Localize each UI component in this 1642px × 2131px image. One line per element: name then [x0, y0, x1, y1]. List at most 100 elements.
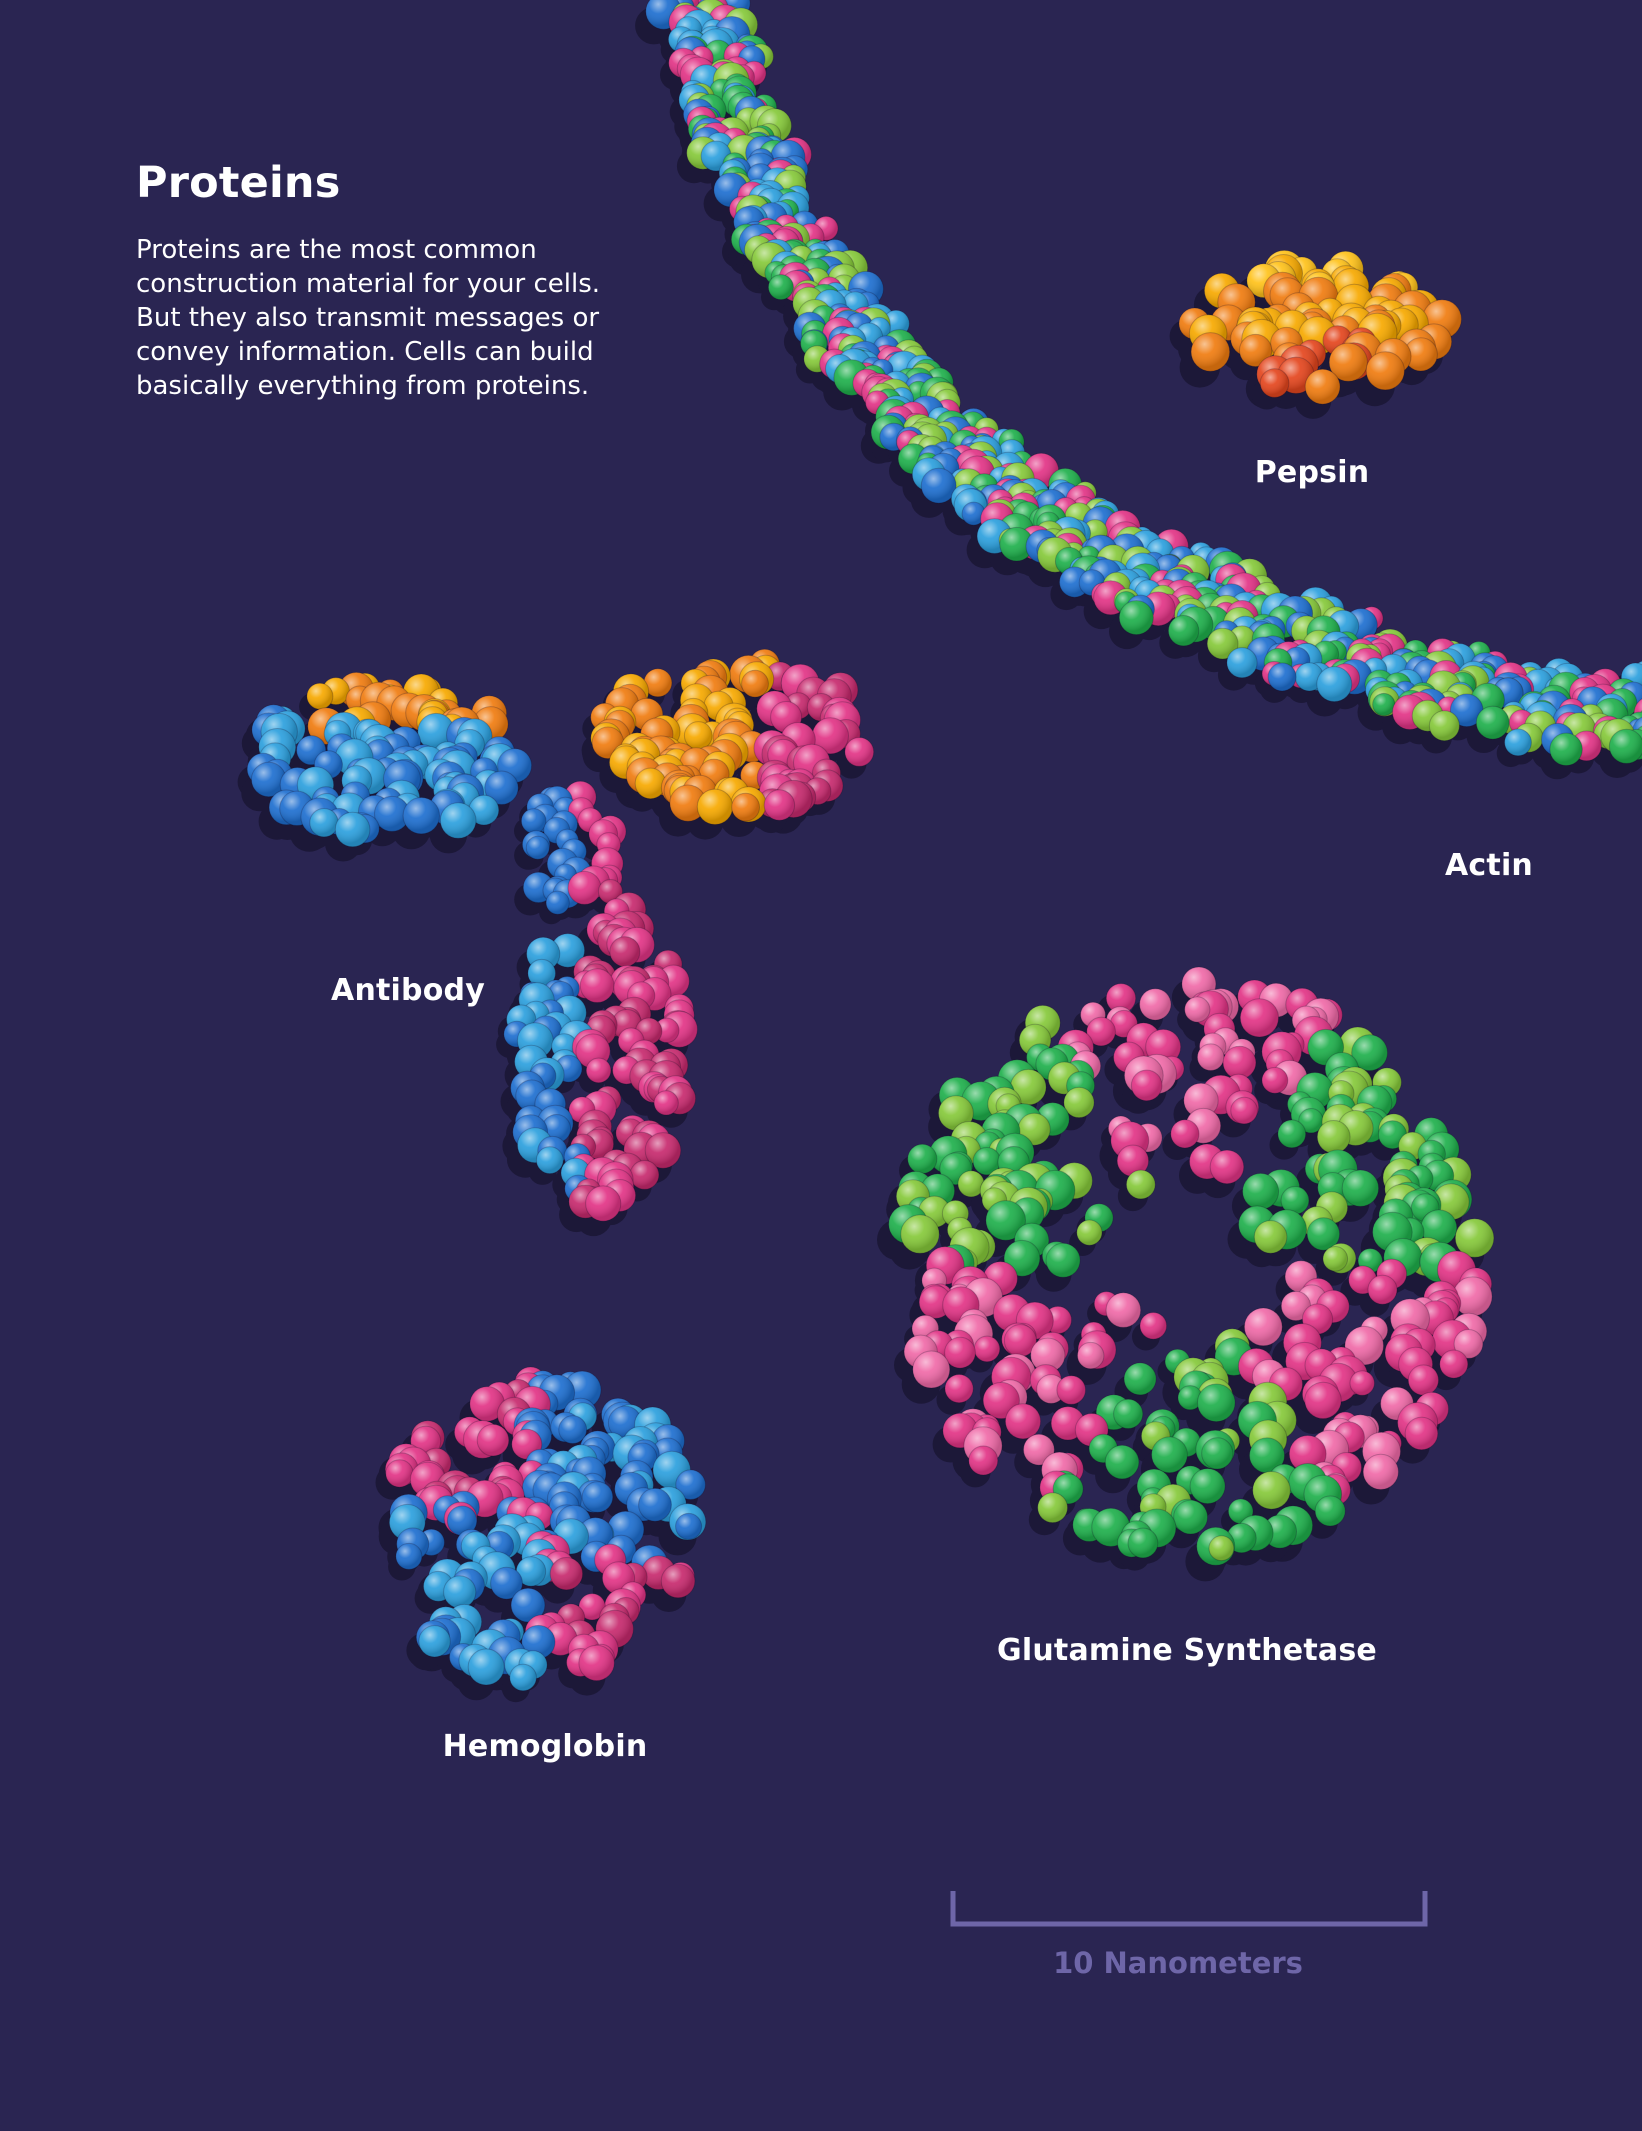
antibody-atom	[334, 811, 371, 848]
hemoglobin-atom	[549, 1557, 584, 1591]
actin-atom	[1549, 732, 1583, 766]
glutamine-synthetase-atom	[1004, 1403, 1042, 1440]
actin-atom	[1504, 728, 1532, 757]
hemoglobin-atom	[675, 1512, 703, 1540]
glutamine-synthetase-atom	[1037, 1492, 1068, 1524]
glutamine-synthetase-atom	[1341, 1169, 1380, 1207]
antibody-molecule	[246, 648, 875, 1222]
glutamine-synthetase-atom	[1130, 1069, 1163, 1102]
glutamine-synthetase-atom	[1314, 1495, 1346, 1527]
glutamine-synthetase-atom	[1277, 1119, 1307, 1149]
actin-atom	[1267, 662, 1297, 692]
glutamine-synthetase-atom	[1123, 1362, 1157, 1396]
pepsin-atom	[1190, 332, 1231, 372]
glutamine-synthetase-atom	[1208, 1535, 1235, 1562]
actin-atom	[1608, 728, 1642, 764]
hemoglobin-atom	[395, 1542, 423, 1570]
antibody-atom	[567, 870, 602, 905]
glutamine-synthetase-atom	[1139, 1312, 1168, 1340]
glutamine-synthetase-atom	[944, 1374, 974, 1404]
glutamine-synthetase-atom	[1189, 1468, 1226, 1505]
glutamine-synthetase-atom	[1362, 1453, 1399, 1491]
glutamine-synthetase-atom	[1243, 1307, 1283, 1347]
antibody-atom	[579, 968, 615, 1003]
actin-atom	[1316, 666, 1353, 703]
glutamine-synthetase-atom	[1196, 1043, 1225, 1071]
glutamine-synthetase-atom	[1077, 1341, 1105, 1370]
pepsin-label: Pepsin	[1254, 455, 1370, 490]
glutamine-synthetase-atom	[1113, 1398, 1144, 1430]
glutamine-synthetase-atom	[968, 1445, 999, 1476]
antibody-atom	[844, 737, 875, 767]
glutamine-synthetase-atom	[1322, 1246, 1349, 1272]
antibody-atom	[309, 808, 339, 838]
glutamine-synthetase-atom	[1139, 988, 1172, 1021]
glutamine-synthetase-atom	[900, 1214, 940, 1254]
glutamine-synthetase-atom	[1170, 1119, 1200, 1149]
page-title: Proteins	[136, 158, 341, 208]
glutamine-synthetase-atom	[1056, 1375, 1086, 1405]
scale-bar-line	[950, 1891, 1428, 1927]
hemoglobin-atom	[509, 1663, 537, 1692]
intro-description: Proteins are the most common constructio…	[136, 235, 601, 402]
hemoglobin-atom	[443, 1575, 477, 1609]
hemoglobin-atom	[638, 1487, 672, 1522]
antibody-atom	[585, 1057, 612, 1084]
glutamine-synthetase-atom	[1104, 1444, 1140, 1480]
actin-atom	[1226, 647, 1258, 679]
glutamine-synthetase-atom	[1105, 1292, 1142, 1328]
actin-atom	[1118, 600, 1154, 636]
glutamine-synthetase-atom	[1201, 1437, 1234, 1470]
actin-label: Actin	[1445, 848, 1533, 883]
scale-bar-label: 10 Nanometers	[1053, 1946, 1303, 1980]
scale-bar	[950, 1891, 1428, 1927]
glutamine-synthetase-atom	[1316, 1120, 1351, 1154]
glutamine-synthetase-atom	[1184, 996, 1211, 1023]
actin-atom	[1475, 705, 1510, 740]
hemoglobin-atom	[660, 1563, 696, 1599]
glutamine-synthetase-label: Glutamine Synthetase	[997, 1633, 1377, 1668]
antibody-atom	[629, 1160, 660, 1190]
glutamine-synthetase-atom	[1076, 1219, 1103, 1246]
glutamine-synthetase-atom	[1239, 998, 1280, 1038]
glutamine-synthetase-atom	[973, 1335, 1001, 1363]
glutamine-synthetase-atom	[1127, 1527, 1159, 1559]
glutamine-synthetase-atom	[912, 1350, 951, 1389]
antibody-atom	[525, 835, 550, 860]
glutamine-synthetase-atom	[1261, 1066, 1289, 1094]
antibody-label: Antibody	[331, 973, 485, 1008]
intro-block: Proteins Proteins are the most common co…	[136, 158, 656, 403]
actin-atom	[1372, 692, 1396, 717]
antibody-atom	[696, 788, 734, 825]
hemoglobin-atom	[467, 1648, 505, 1686]
actin-atom	[1167, 615, 1200, 647]
hemoglobin-atom	[476, 1423, 510, 1457]
glutamine-synthetase-atom	[1439, 1349, 1469, 1379]
antibody-atom	[741, 669, 769, 698]
antibody-atom	[545, 890, 570, 915]
antibody-atom	[634, 767, 667, 800]
glutamine-synthetase-atom	[1230, 1096, 1258, 1125]
glutamine-synthetase-atom	[1349, 1370, 1375, 1396]
glutamine-synthetase-atom	[1209, 1149, 1245, 1185]
hemoglobin-atom	[385, 1459, 414, 1488]
glutamine-synthetase-atom	[1304, 1381, 1342, 1420]
antibody-atom	[306, 682, 334, 710]
glutamine-synthetase-atom	[1253, 1220, 1288, 1254]
antibody-atom	[402, 797, 440, 835]
glutamine-synthetase-atom	[907, 1143, 938, 1175]
antibody-atom	[763, 789, 796, 821]
glutamine-synthetase-atom	[1252, 1471, 1291, 1510]
glutamine-synthetase-atom	[1197, 1383, 1236, 1423]
antibody-atom	[609, 936, 641, 968]
glutamine-synthetase-atom	[1367, 1274, 1398, 1305]
actin-atom	[767, 274, 794, 301]
antibody-atom	[520, 808, 547, 834]
glutamine-synthetase-atom	[1045, 1242, 1081, 1278]
actin-filament	[645, 0, 1642, 766]
pepsin-atom	[1304, 368, 1341, 405]
antibody-atom	[535, 1146, 564, 1175]
hemoglobin-atom	[418, 1625, 451, 1658]
